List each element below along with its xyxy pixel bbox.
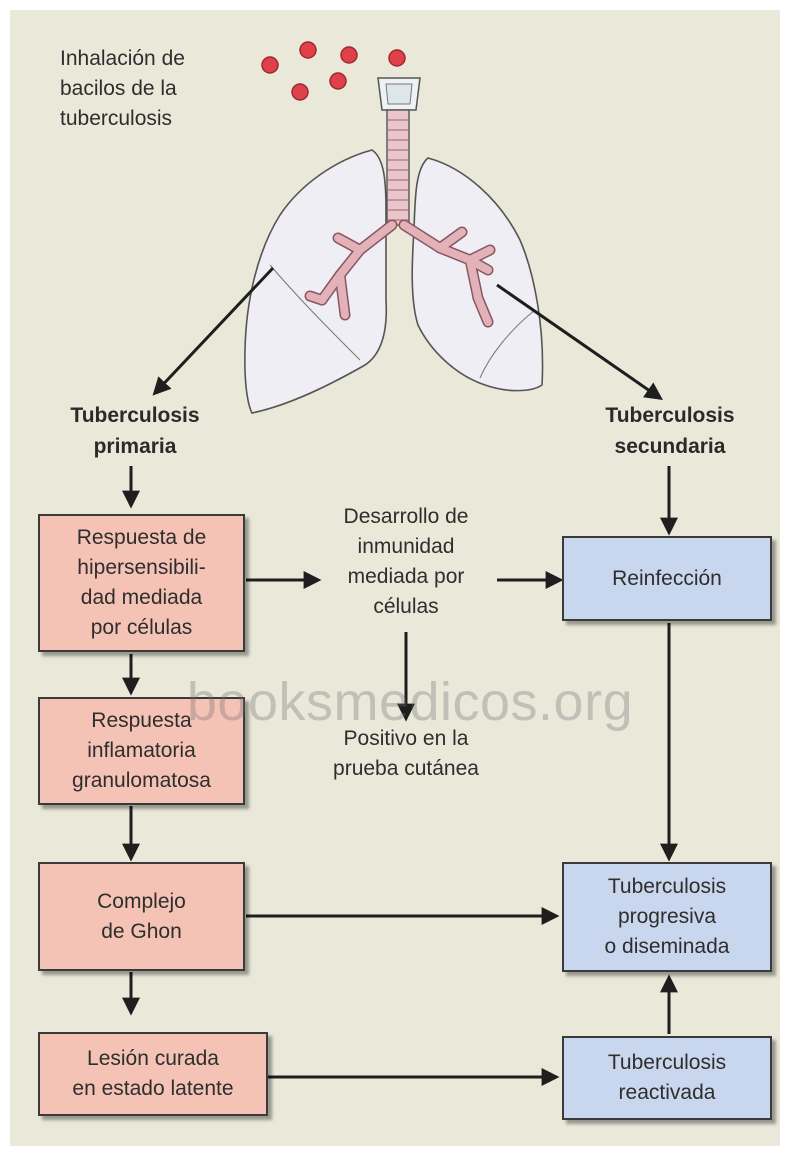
skin-test-text: Positivo en la prueba cutánea — [333, 727, 479, 780]
intro-text: Inhalación de bacilos de la tuberculosis — [60, 47, 185, 130]
watermark: booksmedicos.org — [186, 672, 634, 732]
arrow-lung-to-primary — [152, 266, 275, 396]
lungs-icon — [244, 77, 544, 414]
bacilli-icon — [261, 41, 406, 101]
progressive-tuberculosis-box: Tuberculosis progresiva o diseminada — [562, 862, 772, 972]
ghon-complex-box: Complejo de Ghon — [38, 862, 245, 971]
secondary-tuberculosis-heading: Tuberculosis secundaria — [605, 404, 735, 458]
hypersensitivity-box: Respuesta de hipersensibili- dad mediada… — [38, 514, 245, 652]
reinfection-box: Reinfección — [562, 536, 772, 621]
arrow-lung-to-secondary — [496, 283, 663, 401]
inflammatory-response-box: Respuesta inflamatoria granulomatosa — [38, 697, 245, 805]
primary-tuberculosis-heading: Tuberculosis primaria — [70, 404, 200, 458]
latent-lesion-box: Lesión curada en estado latente — [38, 1032, 268, 1116]
reactivated-tuberculosis-box: Tuberculosis reactivada — [562, 1036, 772, 1120]
immunity-development-text: Desarrollo de inmunidad mediada por célu… — [343, 505, 469, 618]
